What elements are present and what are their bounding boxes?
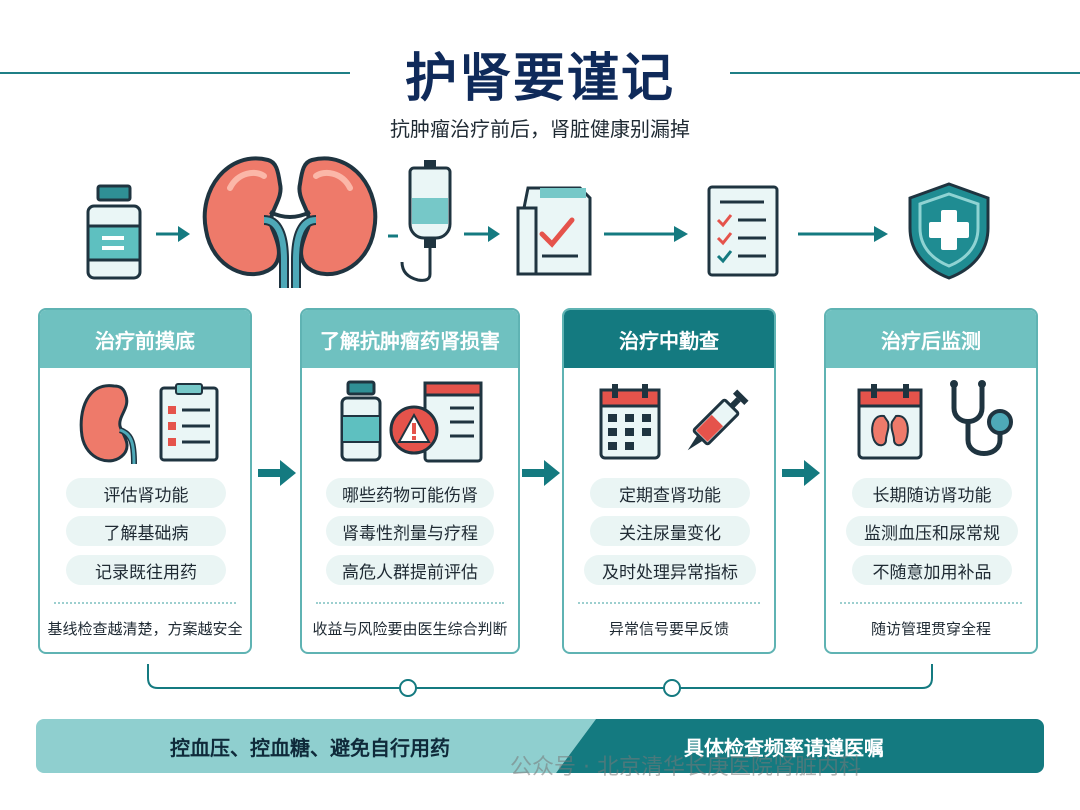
calendar-icon (599, 384, 661, 460)
clipboard-icon (159, 383, 219, 462)
card-note: 随访管理贯穿全程 (870, 620, 991, 638)
document-icon (423, 381, 483, 463)
warning-icon (389, 405, 439, 455)
card-title: 了解抗肿瘤药肾损害 (302, 310, 518, 368)
title-rule-right (730, 72, 1080, 74)
flow-arrow-2 (464, 226, 500, 242)
card-divider (316, 602, 504, 604)
kidney-calendar-icon (857, 384, 923, 460)
card-item: 了解基础病 (66, 516, 226, 546)
card-divider (840, 602, 1022, 604)
title-rule-left (0, 72, 350, 74)
medicine-bottle-icon (340, 380, 382, 462)
card-divider (578, 602, 760, 604)
stage-arrow-3 (782, 460, 820, 486)
card-item: 及时处理异常指标 (584, 555, 756, 585)
card-during-treatment: 治疗中勤查 定期查肾功能 关注尿量变化 及时处理异常指标 异常信号要早反馈 (562, 308, 776, 654)
card-drug-nephrotoxicity: 了解抗肿瘤药肾损害 哪些药物可能伤肾 肾毒性剂量与疗程 高危人群提前评估 收益与… (300, 308, 520, 654)
card-item: 不随意加用补品 (852, 555, 1012, 585)
card-note: 基线检查越清楚，方案越安全 (47, 620, 243, 638)
card-pre-treatment: 治疗前摸底 评估肾功能 了解基础病 记录既往用药 基线检查越清楚，方案越安全 (38, 308, 252, 654)
checklist-icon (706, 184, 780, 282)
card-item: 关注尿量变化 (590, 516, 750, 546)
card-divider (54, 602, 236, 604)
banner-right-text: 具体检查频率请遵医嘱 (684, 735, 884, 760)
card-item: 长期随访肾功能 (852, 478, 1012, 508)
flow-arrow-3 (604, 226, 688, 242)
checked-document-icon (514, 184, 594, 282)
banner-background (36, 719, 1044, 773)
kidney-icon (79, 384, 137, 465)
card-item: 哪些药物可能伤肾 (326, 478, 494, 508)
card-item: 高危人群提前评估 (326, 555, 494, 585)
card-note: 收益与风险要由医生综合判断 (312, 620, 508, 638)
flow-arrow-1 (156, 226, 190, 242)
card-title: 治疗中勤查 (564, 310, 774, 368)
card-note: 异常信号要早反馈 (608, 620, 729, 638)
card-item: 记录既往用药 (66, 555, 226, 585)
card-item: 定期查肾功能 (590, 478, 750, 508)
stethoscope-icon (950, 380, 1013, 456)
card-title: 治疗后监测 (826, 310, 1036, 368)
kidney-icon (198, 150, 382, 292)
flow-arrow-4 (798, 226, 888, 242)
connector-line (147, 664, 933, 697)
stage-arrow-2 (522, 460, 560, 486)
page-title: 护肾要谨记 (404, 49, 675, 109)
card-post-treatment: 治疗后监测 长期随访肾功能 监测血压和尿常规 不随意加用补品 随访管理贯穿全程 (824, 308, 1038, 654)
watermark: 公众号 · 北京清华长庚医院肾脏内科 (510, 755, 861, 780)
card-item: 评估肾功能 (66, 478, 226, 508)
medicine-bottle-icon (84, 184, 144, 284)
iv-drip-icon (388, 158, 468, 290)
card-item: 肾毒性剂量与疗程 (326, 516, 494, 546)
shield-cross-icon (904, 180, 994, 284)
card-title: 治疗前摸底 (40, 310, 250, 368)
card-item: 监测血压和尿常规 (846, 516, 1018, 546)
syringe-icon (687, 389, 749, 451)
stage-arrow-1 (258, 460, 296, 486)
bottom-banner: 控血压、控血糖、避免自行用药 具体检查频率请遵医嘱 (36, 719, 1044, 773)
banner-left-text: 控血压、控血糖、避免自行用药 (170, 735, 450, 760)
page-subtitle: 抗肿瘤治疗前后，肾脏健康别漏掉 (390, 117, 690, 141)
